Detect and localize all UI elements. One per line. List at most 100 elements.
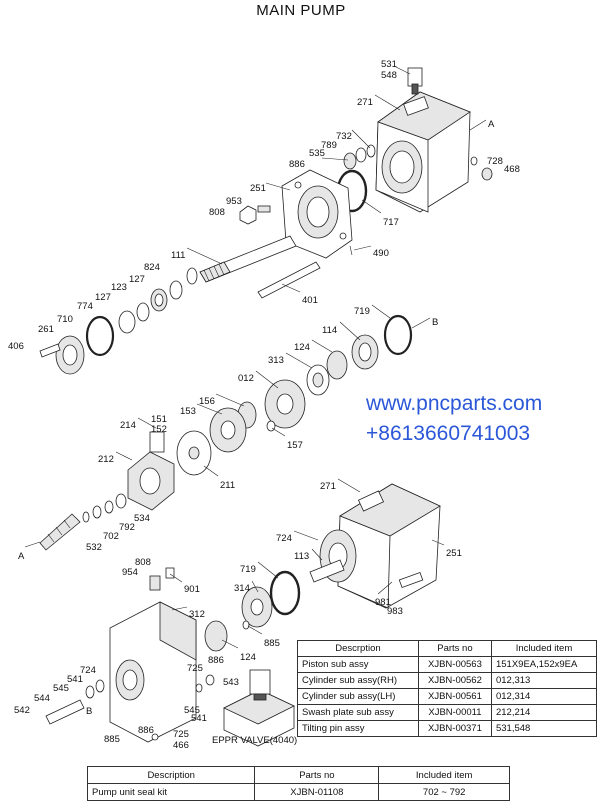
- col-included-item: Included item: [490, 640, 598, 657]
- part-label: 153: [180, 406, 196, 417]
- part-label: 808: [135, 557, 151, 568]
- part-label: 114: [322, 325, 337, 336]
- part-label: 543: [223, 677, 239, 688]
- part-label: 211: [220, 480, 235, 491]
- table-cell: 012,314: [490, 688, 598, 705]
- table-header-row: Descrption Parts no Included item: [297, 640, 598, 657]
- part-label: 886: [289, 159, 305, 170]
- part-label: 702: [103, 531, 119, 542]
- part-label: 406: [8, 341, 24, 352]
- part-label: 468: [504, 164, 520, 175]
- part-label: 214: [120, 420, 136, 431]
- part-label: 532: [86, 542, 102, 553]
- part-label: A: [18, 551, 25, 562]
- lower-housing: [269, 483, 441, 616]
- part-label: 123: [111, 282, 127, 293]
- table-cell: 702 ~ 792: [378, 783, 510, 801]
- table-cell: Tilting pin assy: [297, 720, 419, 737]
- part-label: 113: [294, 551, 309, 562]
- website-text: www.pncparts.com: [366, 392, 543, 415]
- part-label: 124: [240, 652, 256, 663]
- part-label: 157: [287, 440, 303, 451]
- part-label: A: [488, 119, 495, 130]
- table-cell: XJBN-00563: [417, 656, 492, 673]
- part-label: 901: [184, 584, 200, 595]
- table-cell: XJBN-00371: [417, 720, 492, 737]
- part-label: 127: [95, 292, 111, 303]
- sub-assy-table: Descrption Parts no Included item Piston…: [297, 640, 598, 737]
- part-label: 542: [14, 705, 30, 716]
- part-label: 545: [184, 705, 200, 716]
- part-label: 885: [104, 734, 120, 745]
- swash-plate-group: [39, 431, 175, 551]
- table-cell: Pump unit seal kit: [86, 783, 256, 801]
- leader-lines: [24, 65, 487, 649]
- part-label: 717: [383, 217, 399, 228]
- part-label: 725: [187, 663, 203, 674]
- part-label: 728: [487, 156, 503, 167]
- col-description: Description: [86, 766, 256, 784]
- part-label: 156: [199, 396, 215, 407]
- table-cell: 212,214: [490, 704, 598, 721]
- part-label: 719: [240, 564, 256, 575]
- part-label: 774: [77, 301, 93, 312]
- part-label: 953: [226, 196, 242, 207]
- end-cover-upper: [239, 169, 353, 259]
- eppr-valve-label: EPPR VALVE(4040): [212, 735, 297, 746]
- part-label: 789: [321, 140, 337, 151]
- part-label: 314: [234, 583, 250, 594]
- table-cell: 151X9EA,152x9EA: [490, 656, 598, 673]
- part-label: 954: [122, 567, 138, 578]
- part-label: 725: [173, 729, 189, 740]
- part-label: 261: [38, 324, 54, 335]
- part-label: 724: [276, 533, 292, 544]
- part-label: 732: [336, 131, 352, 142]
- part-label: 466: [173, 740, 189, 751]
- seal-kit-table: Description Parts no Included item Pump …: [86, 766, 510, 801]
- cylinder-group-upper: [176, 314, 413, 476]
- watermark-contact: www.pncparts.com +8613660741003: [366, 389, 542, 449]
- eppr-valve: [223, 669, 295, 747]
- part-label: 111: [171, 250, 185, 261]
- part-label: 251: [250, 183, 266, 194]
- table-cell: XJBN-00561: [417, 688, 492, 705]
- table-cell: Cylinder sub assy(RH): [297, 672, 419, 689]
- part-label: 535: [309, 148, 325, 159]
- table-cell: 012,313: [490, 672, 598, 689]
- part-label: 151: [151, 414, 167, 425]
- part-label: 401: [302, 295, 318, 306]
- part-label: 886: [138, 725, 154, 736]
- part-label: 127: [129, 274, 145, 285]
- table-header-row: Description Parts no Included item: [86, 766, 510, 784]
- upper-housing: [375, 67, 471, 213]
- part-label: 152: [151, 424, 167, 435]
- table-cell: 531,548: [490, 720, 598, 737]
- table-cell: Piston sub assy: [297, 656, 419, 673]
- table-cell: Swash plate sub assy: [297, 704, 419, 721]
- part-label: 271: [357, 97, 373, 108]
- part-label: 251: [446, 548, 462, 559]
- col-parts-no: Parts no: [254, 766, 380, 784]
- part-label: 313: [268, 355, 284, 366]
- shaft-bearings: [39, 267, 198, 375]
- part-label: 808: [209, 207, 225, 218]
- col-included-item: Included item: [378, 766, 510, 784]
- part-label: B: [86, 706, 92, 717]
- part-label: 548: [381, 70, 397, 81]
- part-label: 531: [381, 59, 397, 70]
- part-label: 545: [53, 683, 69, 694]
- part-label: 271: [320, 481, 336, 492]
- part-label: 719: [354, 306, 370, 317]
- part-label: 541: [191, 713, 207, 724]
- phone-text: +8613660741003: [366, 422, 531, 445]
- part-label: 012: [238, 373, 254, 384]
- part-label: 541: [67, 674, 83, 685]
